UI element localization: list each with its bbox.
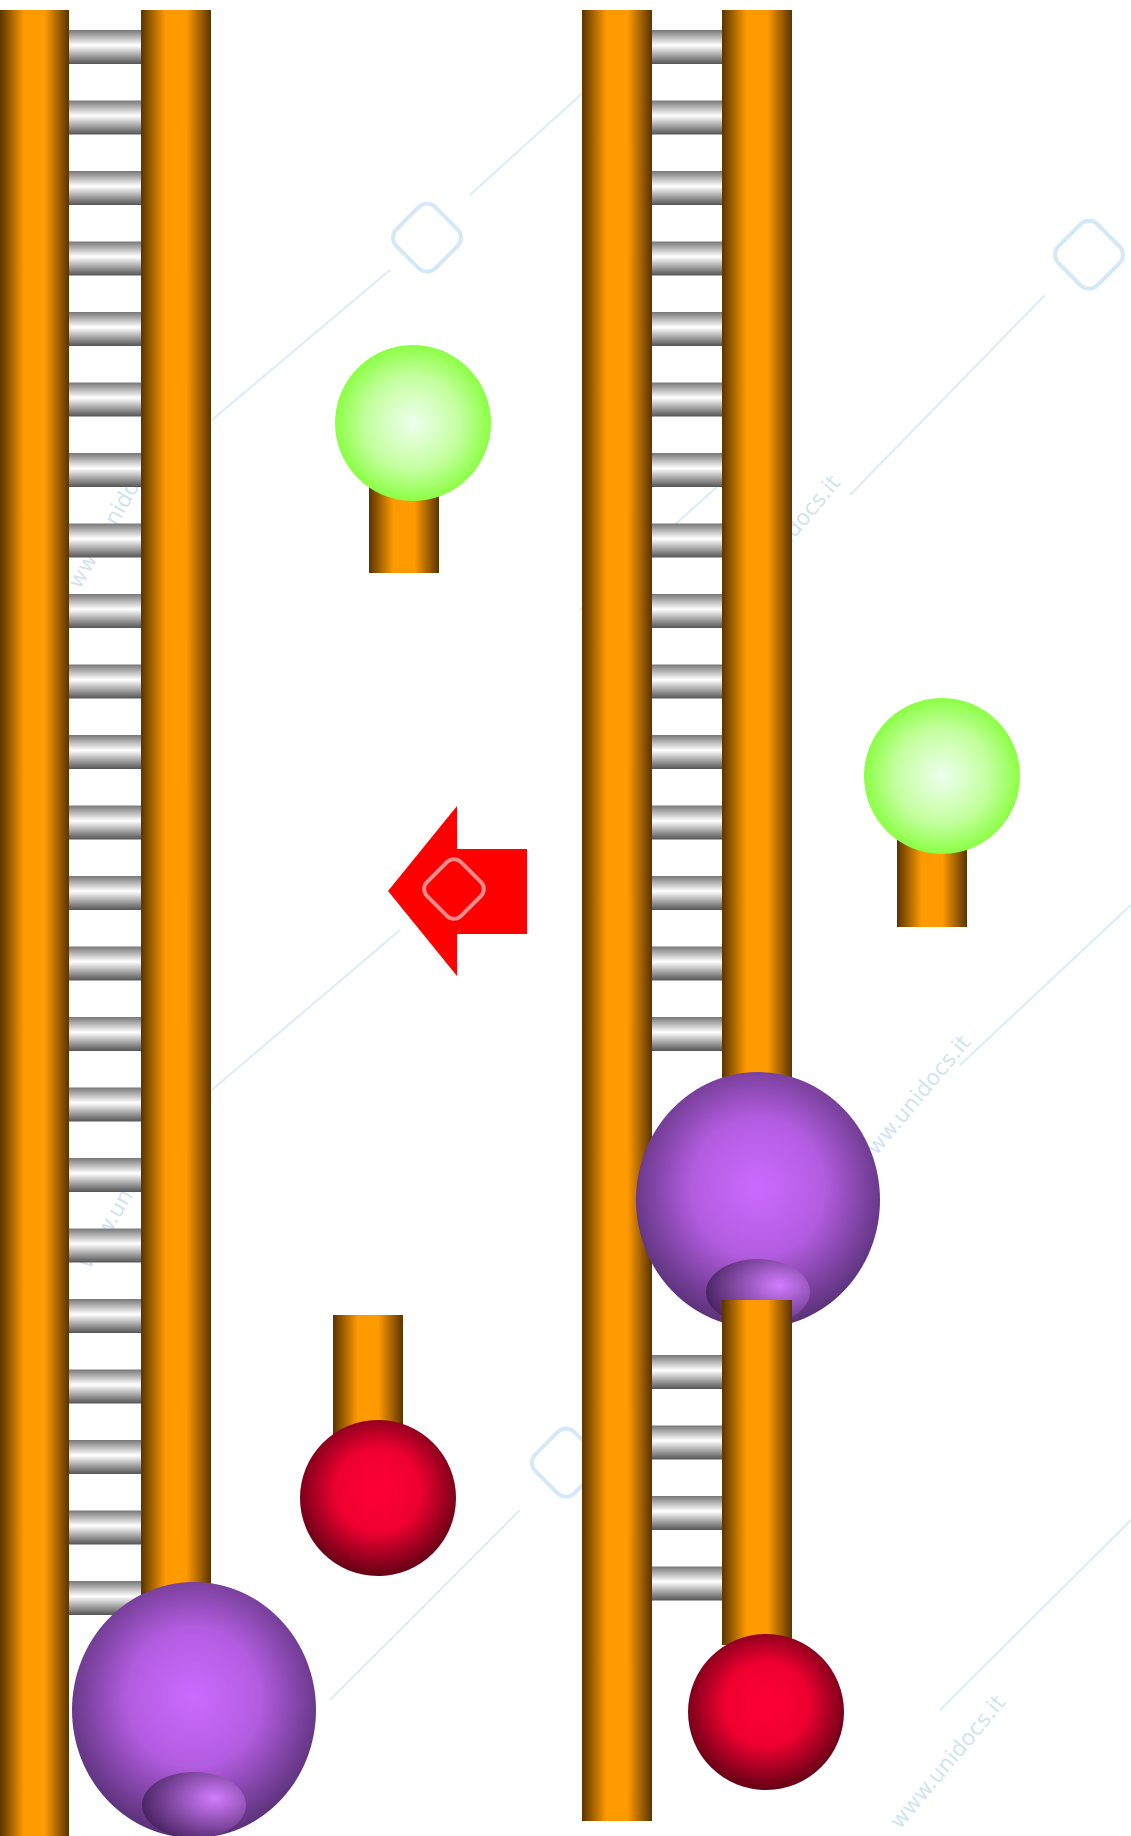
left-base-pair-5 <box>69 383 141 417</box>
right-lower-base-pair-3 <box>652 1567 722 1601</box>
left-base-pair-21 <box>69 1511 141 1545</box>
right-polymerase-icon <box>636 1072 880 1340</box>
right-base-pair-11 <box>652 806 722 840</box>
right-base-pair-7 <box>652 524 722 558</box>
right-lower-base-pair-0 <box>652 1355 722 1389</box>
incoming-nucleotide-icon-1 <box>335 345 491 573</box>
left-base-pair-10 <box>69 735 141 769</box>
left-base-pair-20 <box>69 1440 141 1474</box>
right-base-pair-9 <box>652 665 722 699</box>
incoming-nucleotide-icon-2 <box>864 698 1020 927</box>
right-dna-double-helix-icon <box>582 10 792 1821</box>
right-new-strand-lower <box>722 1300 792 1645</box>
left-base-pair-13 <box>69 947 141 981</box>
right-base-pair-2 <box>652 171 722 205</box>
right-base-pair-4 <box>652 312 722 346</box>
left-base-pair-19 <box>69 1370 141 1404</box>
left-base-pair-8 <box>69 594 141 628</box>
left-base-pair-15 <box>69 1088 141 1122</box>
left-dna-double-helix-icon <box>0 10 211 1836</box>
right-base-pair-0 <box>652 30 722 64</box>
right-base-pair-5 <box>652 383 722 417</box>
watermark-text-5: www.unidocs.it <box>885 1691 1011 1834</box>
right-lower-base-pair-2 <box>652 1496 722 1530</box>
right-base-pair-1 <box>652 101 722 135</box>
right-base-pair-12 <box>652 876 722 910</box>
left-new-strand <box>141 10 211 1630</box>
left-base-pair-6 <box>69 453 141 487</box>
left-base-pair-0 <box>69 30 141 64</box>
left-polymerase-channel <box>142 1772 246 1836</box>
left-template-strand <box>0 10 69 1836</box>
left-base-pair-18 <box>69 1299 141 1333</box>
right-template-strand <box>582 10 652 1821</box>
left-base-pair-17 <box>69 1229 141 1263</box>
right-new-strand-upper <box>722 10 792 1090</box>
left-base-pairs <box>69 30 141 1615</box>
left-base-pair-4 <box>69 312 141 346</box>
right-new-strand-through-enzyme <box>722 1300 792 1340</box>
left-base-pair-11 <box>69 806 141 840</box>
removed-nucleotide-icon-2 <box>688 1634 844 1790</box>
right-base-pair-13 <box>652 947 722 981</box>
left-base-pair-2 <box>69 171 141 205</box>
right-base-pairs <box>652 30 722 1601</box>
right-base-pair-8 <box>652 594 722 628</box>
left-base-pair-12 <box>69 876 141 910</box>
removed-nucleotide-icon-1 <box>300 1315 456 1576</box>
right-lower-base-pair-1 <box>652 1426 722 1460</box>
left-polymerase-icon <box>72 1582 316 1836</box>
right-base-pair-10 <box>652 735 722 769</box>
left-base-pair-9 <box>69 665 141 699</box>
arrow-left-icon <box>388 806 527 976</box>
right-base-pair-6 <box>652 453 722 487</box>
right-base-pair-14 <box>652 1017 722 1051</box>
right-base-pair-3 <box>652 242 722 276</box>
left-base-pair-1 <box>69 101 141 135</box>
left-base-pair-3 <box>69 242 141 276</box>
left-base-pair-14 <box>69 1017 141 1051</box>
left-base-pair-16 <box>69 1158 141 1192</box>
left-base-pair-7 <box>69 524 141 558</box>
